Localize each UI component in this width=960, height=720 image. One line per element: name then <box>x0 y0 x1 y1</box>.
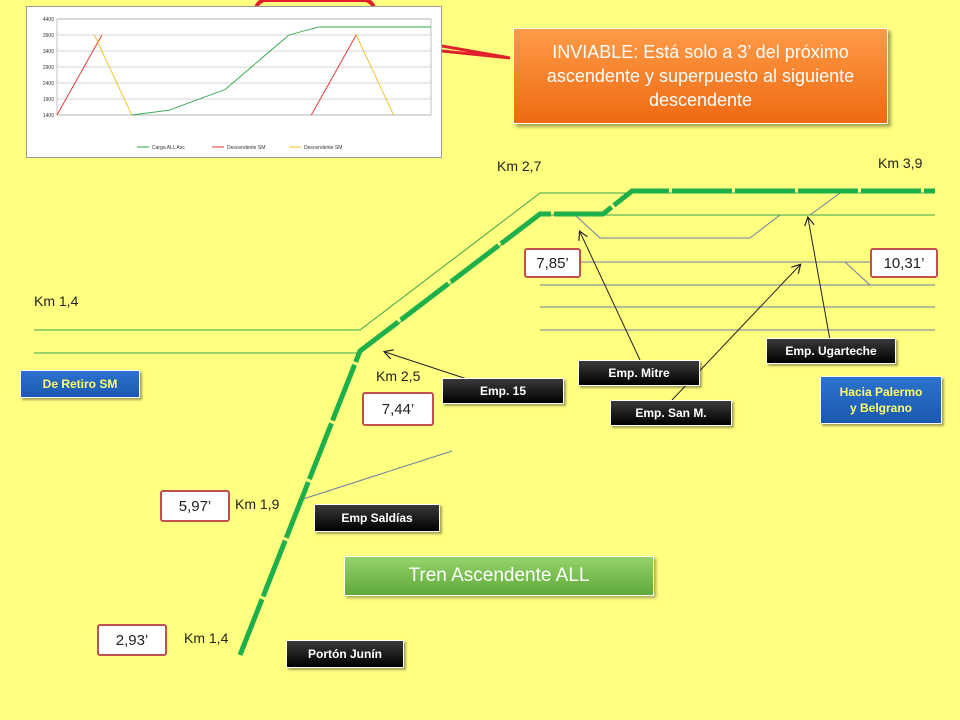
box-de-retiro: De Retiro SM <box>20 370 140 398</box>
title-box: Tren Ascendente ALL <box>344 556 654 596</box>
inset-legend-label: Carga ALL Asc <box>152 145 185 151</box>
box-emp-ugarteche: Emp. Ugarteche <box>766 338 896 364</box>
title-text: Tren Ascendente ALL <box>408 565 590 586</box>
inset-legend-label: Descendente SM <box>304 145 342 151</box>
box-hacia-line2: y Belgrano <box>849 401 912 415</box>
box-emp-ugarteche-label: Emp. Ugarteche <box>785 344 877 358</box>
box-emp-15-label: Emp. 15 <box>479 384 527 398</box>
arrow-emp-ugarteche <box>808 218 831 341</box>
inset-y-tick-label: 1400 <box>43 113 54 119</box>
km-label-2-5: Km 2,5 <box>376 368 421 384</box>
box-de-retiro-label: De Retiro SM <box>42 377 118 391</box>
km-label-1-4-bottom: Km 1,4 <box>184 630 229 646</box>
inset-y-tick-label: 2900 <box>43 65 54 71</box>
inset-series-line <box>56 34 103 116</box>
arrow-emp15 <box>385 352 471 381</box>
box-emp-saldias-label: Emp Saldías <box>341 511 413 525</box>
inset-series-line <box>310 34 357 116</box>
box-porton-junin-label: Portón Junín <box>308 647 382 661</box>
box-hacia-line1: Hacia Palermo <box>839 385 923 399</box>
km-label-2-7: Km 2,7 <box>497 158 542 174</box>
inset-y-tick-label: 4400 <box>43 17 54 23</box>
time-2-93: 2,93’ <box>97 624 167 656</box>
arrow-emp-mitre <box>580 232 641 361</box>
inset-y-tick-label: 3400 <box>43 49 54 55</box>
inset-series-line <box>131 26 431 116</box>
km-label-1-4-top: Km 1,4 <box>34 293 79 309</box>
box-emp-san-m: Emp. San M. <box>610 400 732 426</box>
callout-text: INVIABLE: Está solo a 3’ del próximo asc… <box>546 42 855 110</box>
box-emp-15: Emp. 15 <box>442 378 564 404</box>
box-hacia-palermo: Hacia Palermo y Belgrano <box>820 376 942 424</box>
inset-y-tick-label: 1900 <box>43 97 54 103</box>
box-emp-mitre: Emp. Mitre <box>578 360 700 386</box>
box-porton-junin: Portón Junín <box>286 640 404 668</box>
train-path <box>237 188 935 656</box>
inset-y-tick-label: 3900 <box>43 33 54 39</box>
time-7-85: 7,85’ <box>524 248 581 278</box>
time-10-31: 10,31’ <box>870 248 938 278</box>
time-7-44: 7,44’ <box>362 392 434 426</box>
inset-y-tick-label: 2400 <box>43 81 54 87</box>
time-5-97: 5,97’ <box>160 490 230 522</box>
inset-legend-label: Descendente SM <box>227 145 265 151</box>
inset-series-line <box>93 34 133 116</box>
inviable-callout: INVIABLE: Está solo a 3’ del próximo asc… <box>513 28 888 124</box>
box-emp-san-m-label: Emp. San M. <box>635 406 707 420</box>
inset-series-line <box>355 34 395 116</box>
km-label-3-9: Km 3,9 <box>878 155 923 171</box>
box-emp-saldias: Emp Saldías <box>314 504 440 532</box>
km-label-1-9: Km 1,9 <box>235 496 280 512</box>
box-emp-mitre-label: Emp. Mitre <box>608 366 670 380</box>
